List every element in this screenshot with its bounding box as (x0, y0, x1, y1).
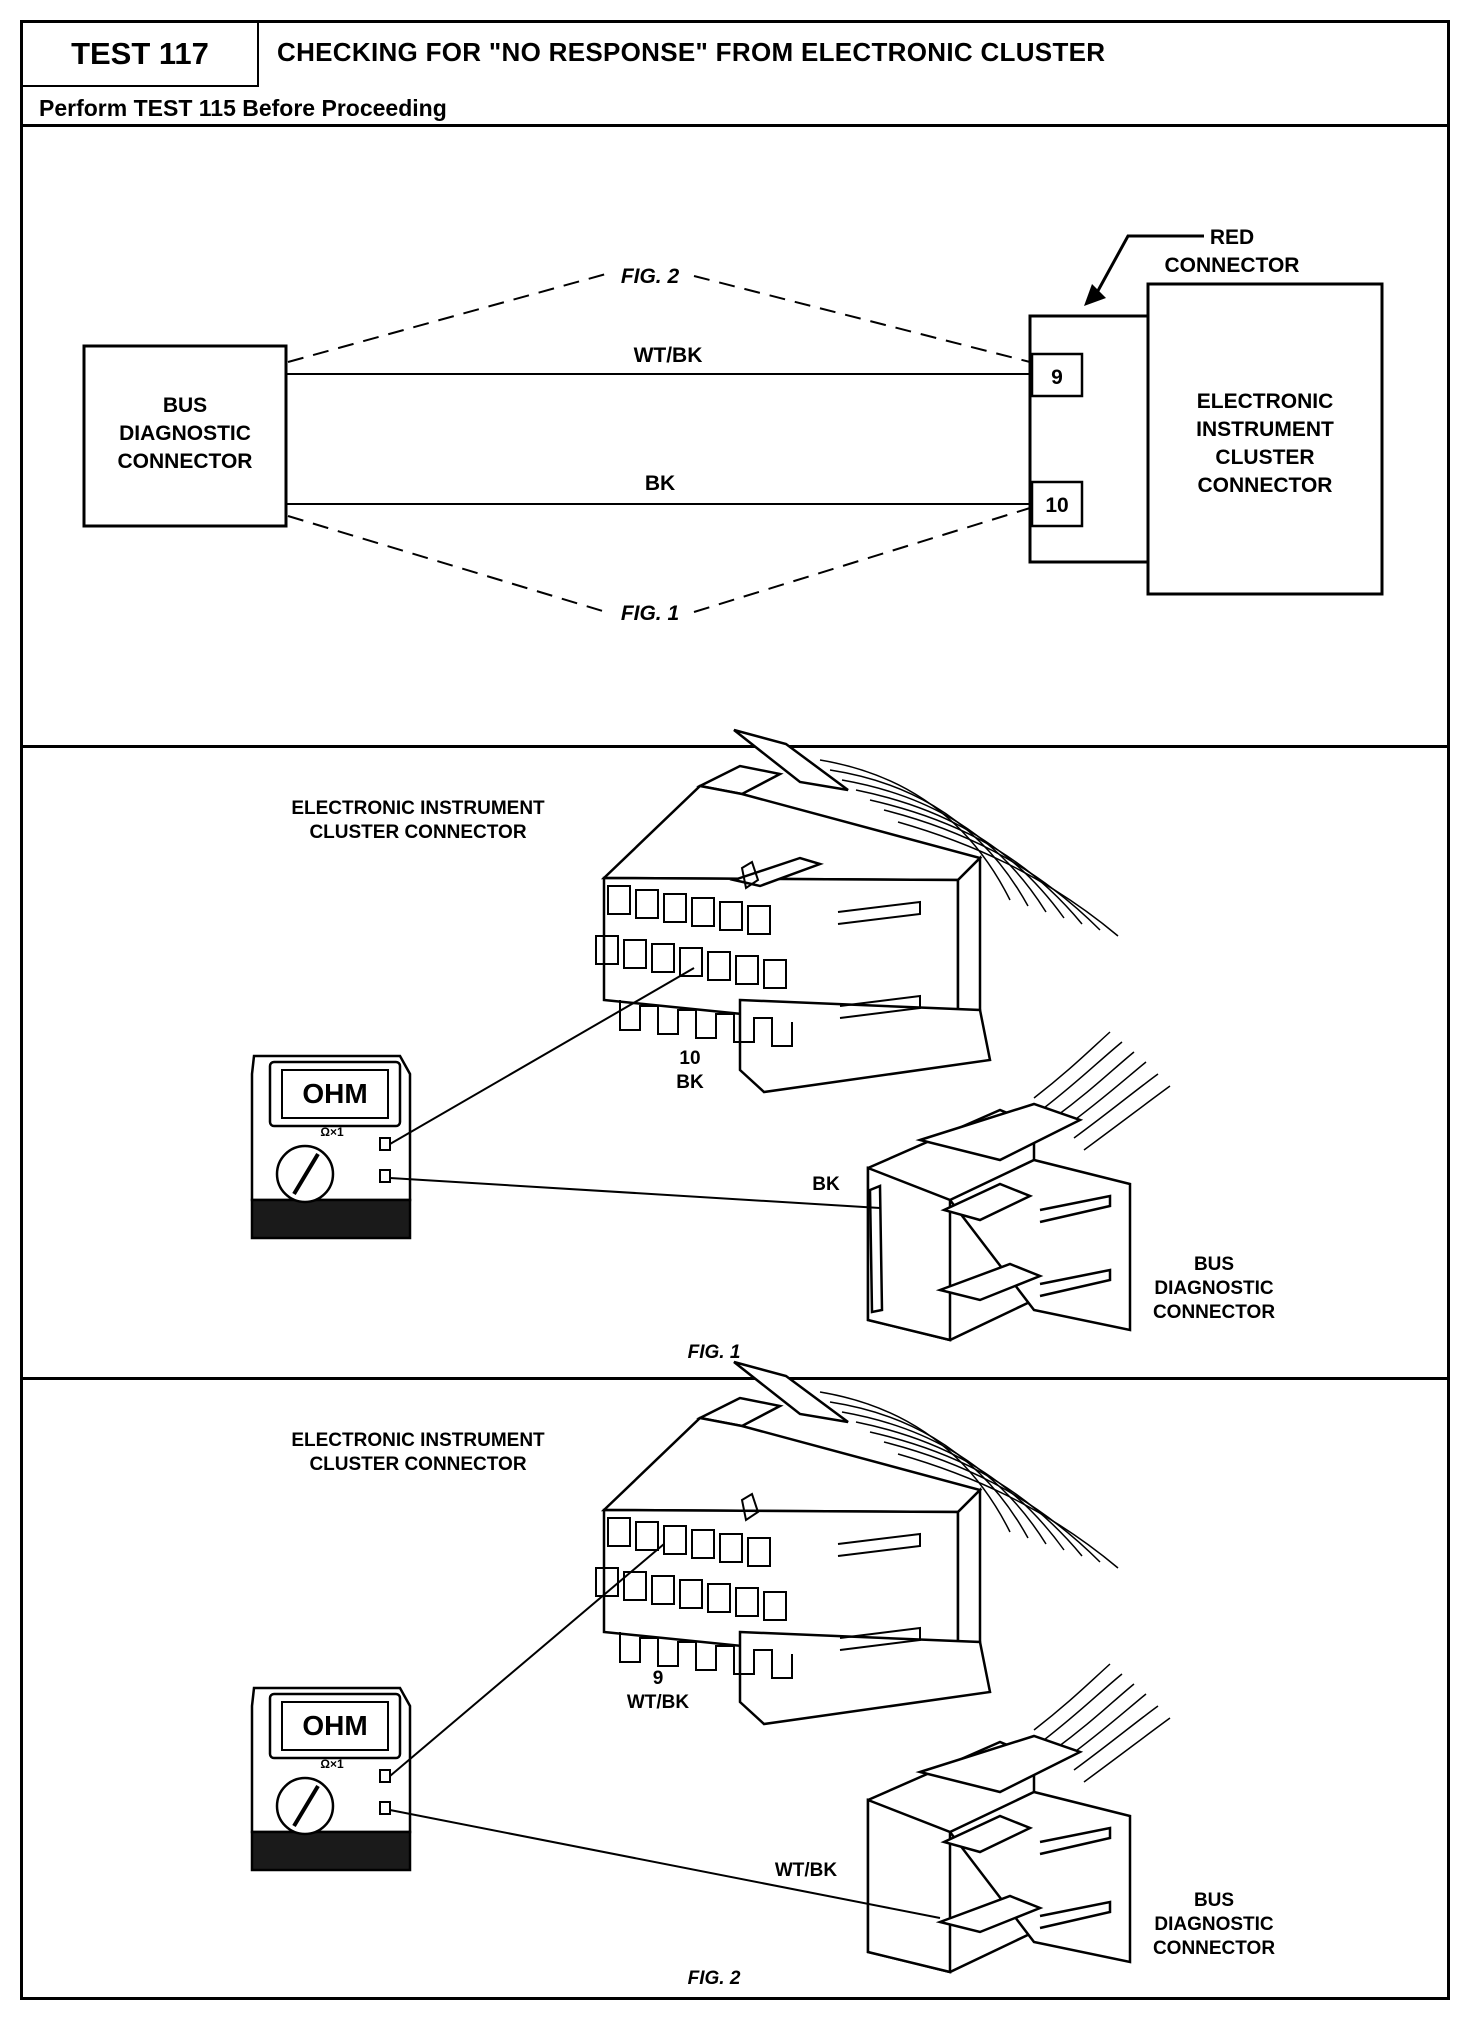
fig2-cluster-label-1: ELECTRONIC INSTRUMENT (291, 1430, 545, 1451)
fig2-pin-label-1: 9 (653, 1668, 664, 1689)
fig2-labels: ELECTRONIC INSTRUMENT CLUSTER CONNECTOR … (291, 1430, 1275, 1989)
fig2-ohmmeter (250, 1686, 412, 1872)
cluster-connector-box (1146, 282, 1384, 596)
fig1-bus-connector (866, 1102, 1132, 1342)
cluster-label-2: INSTRUMENT (1196, 418, 1334, 441)
fig2-probe-leads (389, 1543, 941, 1919)
fig1-bus-harness (1033, 1031, 1171, 1151)
red-connector-label-1: RED (1210, 226, 1254, 249)
fig2-caption: FIG. 2 (688, 1968, 741, 1989)
schematic-fig1-label: FIG. 1 (621, 602, 679, 625)
cluster-label-3: CLUSTER (1215, 446, 1314, 469)
fig2-cluster-harness (819, 1391, 1119, 1569)
page-title: CHECKING FOR "NO RESPONSE" FROM ELECTRON… (277, 37, 1106, 67)
cluster-label-4: CONNECTOR (1198, 474, 1333, 497)
fig1-bus-label-3: CONNECTOR (1153, 1302, 1275, 1323)
schematic (82, 234, 1384, 613)
fig1-meter-range: Ω×1 (320, 1125, 344, 1139)
pin-9-label: 9 (1051, 366, 1063, 389)
fig1-dashed-path (287, 507, 1031, 613)
fig1-labels: ELECTRONIC INSTRUMENT CLUSTER CONNECTOR … (291, 798, 1275, 1363)
fig2-bus-label-2: DIAGNOSTIC (1154, 1914, 1274, 1935)
bus-label-3: CONNECTOR (118, 450, 253, 473)
page-subtitle: Perform TEST 115 Before Proceeding (39, 95, 447, 121)
fig1-pin-label-2: BK (676, 1072, 704, 1093)
pin-10-label: 10 (1045, 494, 1068, 517)
fig1-cluster-label-2: CLUSTER CONNECTOR (309, 822, 526, 843)
bus-label-1: BUS (163, 394, 207, 417)
fig2-connector-slots (595, 1492, 921, 1679)
fig1-bus-label-1: BUS (1194, 1254, 1234, 1275)
fig1-caption: FIG. 1 (688, 1342, 741, 1363)
fig1-bus-label-2: DIAGNOSTIC (1154, 1278, 1274, 1299)
fig2-panel: OHM Ω×1 ELECTRONIC INSTRUMENT CLUSTER CO… (250, 1360, 1275, 1989)
fig2-meter-display: OHM (302, 1710, 367, 1741)
bus-connector-box (82, 344, 288, 528)
wire-top-label: WT/BK (634, 344, 703, 367)
fig2-bus-connector (866, 1734, 1132, 1974)
fig2-meter-range: Ω×1 (320, 1757, 344, 1771)
fig1-panel: OHM Ω×1 ELECTRONIC INSTRUMENT CLUSTER CO… (250, 728, 1275, 1363)
test-id: TEST 117 (23, 23, 259, 87)
schematic-labels: BUS DIAGNOSTIC CONNECTOR RED CONNECTOR E… (118, 226, 1334, 625)
bus-label-2: DIAGNOSTIC (119, 422, 251, 445)
schematic-fig2-label: FIG. 2 (621, 265, 680, 288)
fig1-meter-display: OHM (302, 1078, 367, 1109)
red-connector-pointer (1092, 234, 1204, 299)
fig2-dashed-path (287, 273, 1031, 363)
fig1-cluster-harness (819, 759, 1119, 937)
divider-1 (23, 745, 1447, 748)
fig1-cluster-label-1: ELECTRONIC INSTRUMENT (291, 798, 545, 819)
fig2-bus-wire-label: WT/BK (775, 1860, 838, 1881)
fig1-cluster-connector (600, 728, 992, 1094)
fig2-bus-label-3: CONNECTOR (1153, 1938, 1275, 1959)
fig1-pin-label-1: 10 (679, 1048, 700, 1069)
fig2-bus-label-1: BUS (1194, 1890, 1234, 1911)
pointer-arrowhead-icon (1084, 284, 1106, 306)
wire-bottom-label: BK (645, 472, 675, 495)
page-frame: TEST 117 CHECKING FOR "NO RESPONSE" FROM… (20, 20, 1450, 2000)
fig1-probe-leads (389, 967, 881, 1209)
fig2-cluster-label-2: CLUSTER CONNECTOR (309, 1454, 526, 1475)
fig1-ohmmeter (250, 1054, 412, 1240)
cluster-label-1: ELECTRONIC (1197, 390, 1334, 413)
fig1-connector-slots (595, 860, 921, 1047)
red-connector-label-2: CONNECTOR (1165, 254, 1300, 277)
fig2-pin-label-2: WT/BK (627, 1692, 690, 1713)
divider-2 (23, 1377, 1447, 1380)
header: TEST 117 CHECKING FOR "NO RESPONSE" FROM… (23, 23, 1447, 127)
fig1-bus-wire-label: BK (812, 1174, 840, 1195)
